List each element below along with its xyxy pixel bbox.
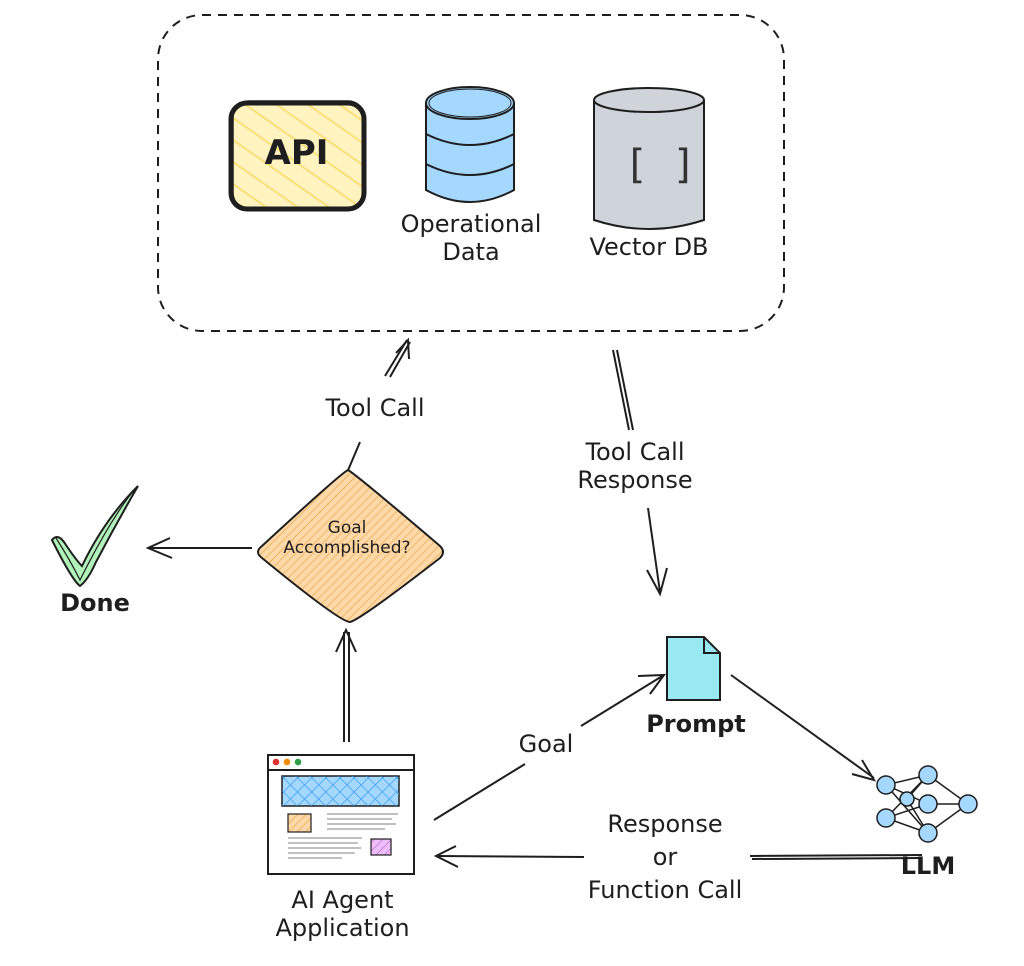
agent-app-label-line2: Application: [275, 914, 410, 942]
response-label-line1: Response: [607, 810, 723, 838]
prompt-document-fold: [703, 637, 720, 654]
vector-db-icon: [593, 87, 705, 230]
operational-data-label-line2: Data: [442, 238, 500, 266]
operational-data-label-line1: Operational: [400, 210, 542, 238]
goal-decision-label-line2: Accomplished?: [283, 538, 411, 558]
done-label: Done: [60, 589, 130, 617]
vector-db-label: Vector DB: [589, 233, 709, 261]
api-label: API: [264, 133, 329, 173]
agent-app-window-icon: [267, 754, 415, 875]
goal-decision-label: Goal Accomplished?: [272, 518, 422, 558]
response-label-line3: Function Call: [587, 876, 743, 904]
agent-to-decision-arrow: [335, 627, 357, 742]
prompt-document-icon: [666, 636, 721, 701]
response-arrow: [433, 845, 923, 868]
response-label: Response or Function Call: [570, 808, 760, 907]
llm-label: LLM: [900, 852, 956, 880]
agent-app-label-line1: AI Agent: [291, 886, 394, 914]
neural-network-icon: [876, 765, 978, 843]
api-node: [228, 100, 367, 212]
done-arrow: [145, 537, 252, 559]
tool-call-label: Tool Call: [325, 394, 425, 422]
goal-arrow: [433, 673, 667, 821]
goal-decision-label-line1: Goal: [327, 518, 367, 538]
tool-call-response-label-line1: Tool Call: [585, 438, 685, 466]
checkmark-icon: [50, 485, 139, 588]
tool-call-response-label-line2: Response: [577, 466, 693, 494]
goal-decision-diamond: [257, 468, 444, 624]
database-icon: [425, 86, 515, 203]
prompt-to-llm-arrow: [730, 674, 877, 782]
goal-label: Goal: [518, 730, 574, 758]
data-sources-container: [157, 14, 785, 332]
prompt-label: Prompt: [646, 710, 746, 738]
tool-call-response-arrow: [612, 349, 668, 597]
response-label-line2: or: [652, 843, 678, 871]
checkmark-stroke: [55, 489, 135, 582]
vector-db-glyph: [ ]: [624, 142, 697, 188]
tool-call-response-label: Tool Call Response: [560, 438, 710, 494]
operational-data-label: Operational Data: [383, 210, 559, 266]
agent-app-label: AI Agent Application: [260, 886, 425, 942]
